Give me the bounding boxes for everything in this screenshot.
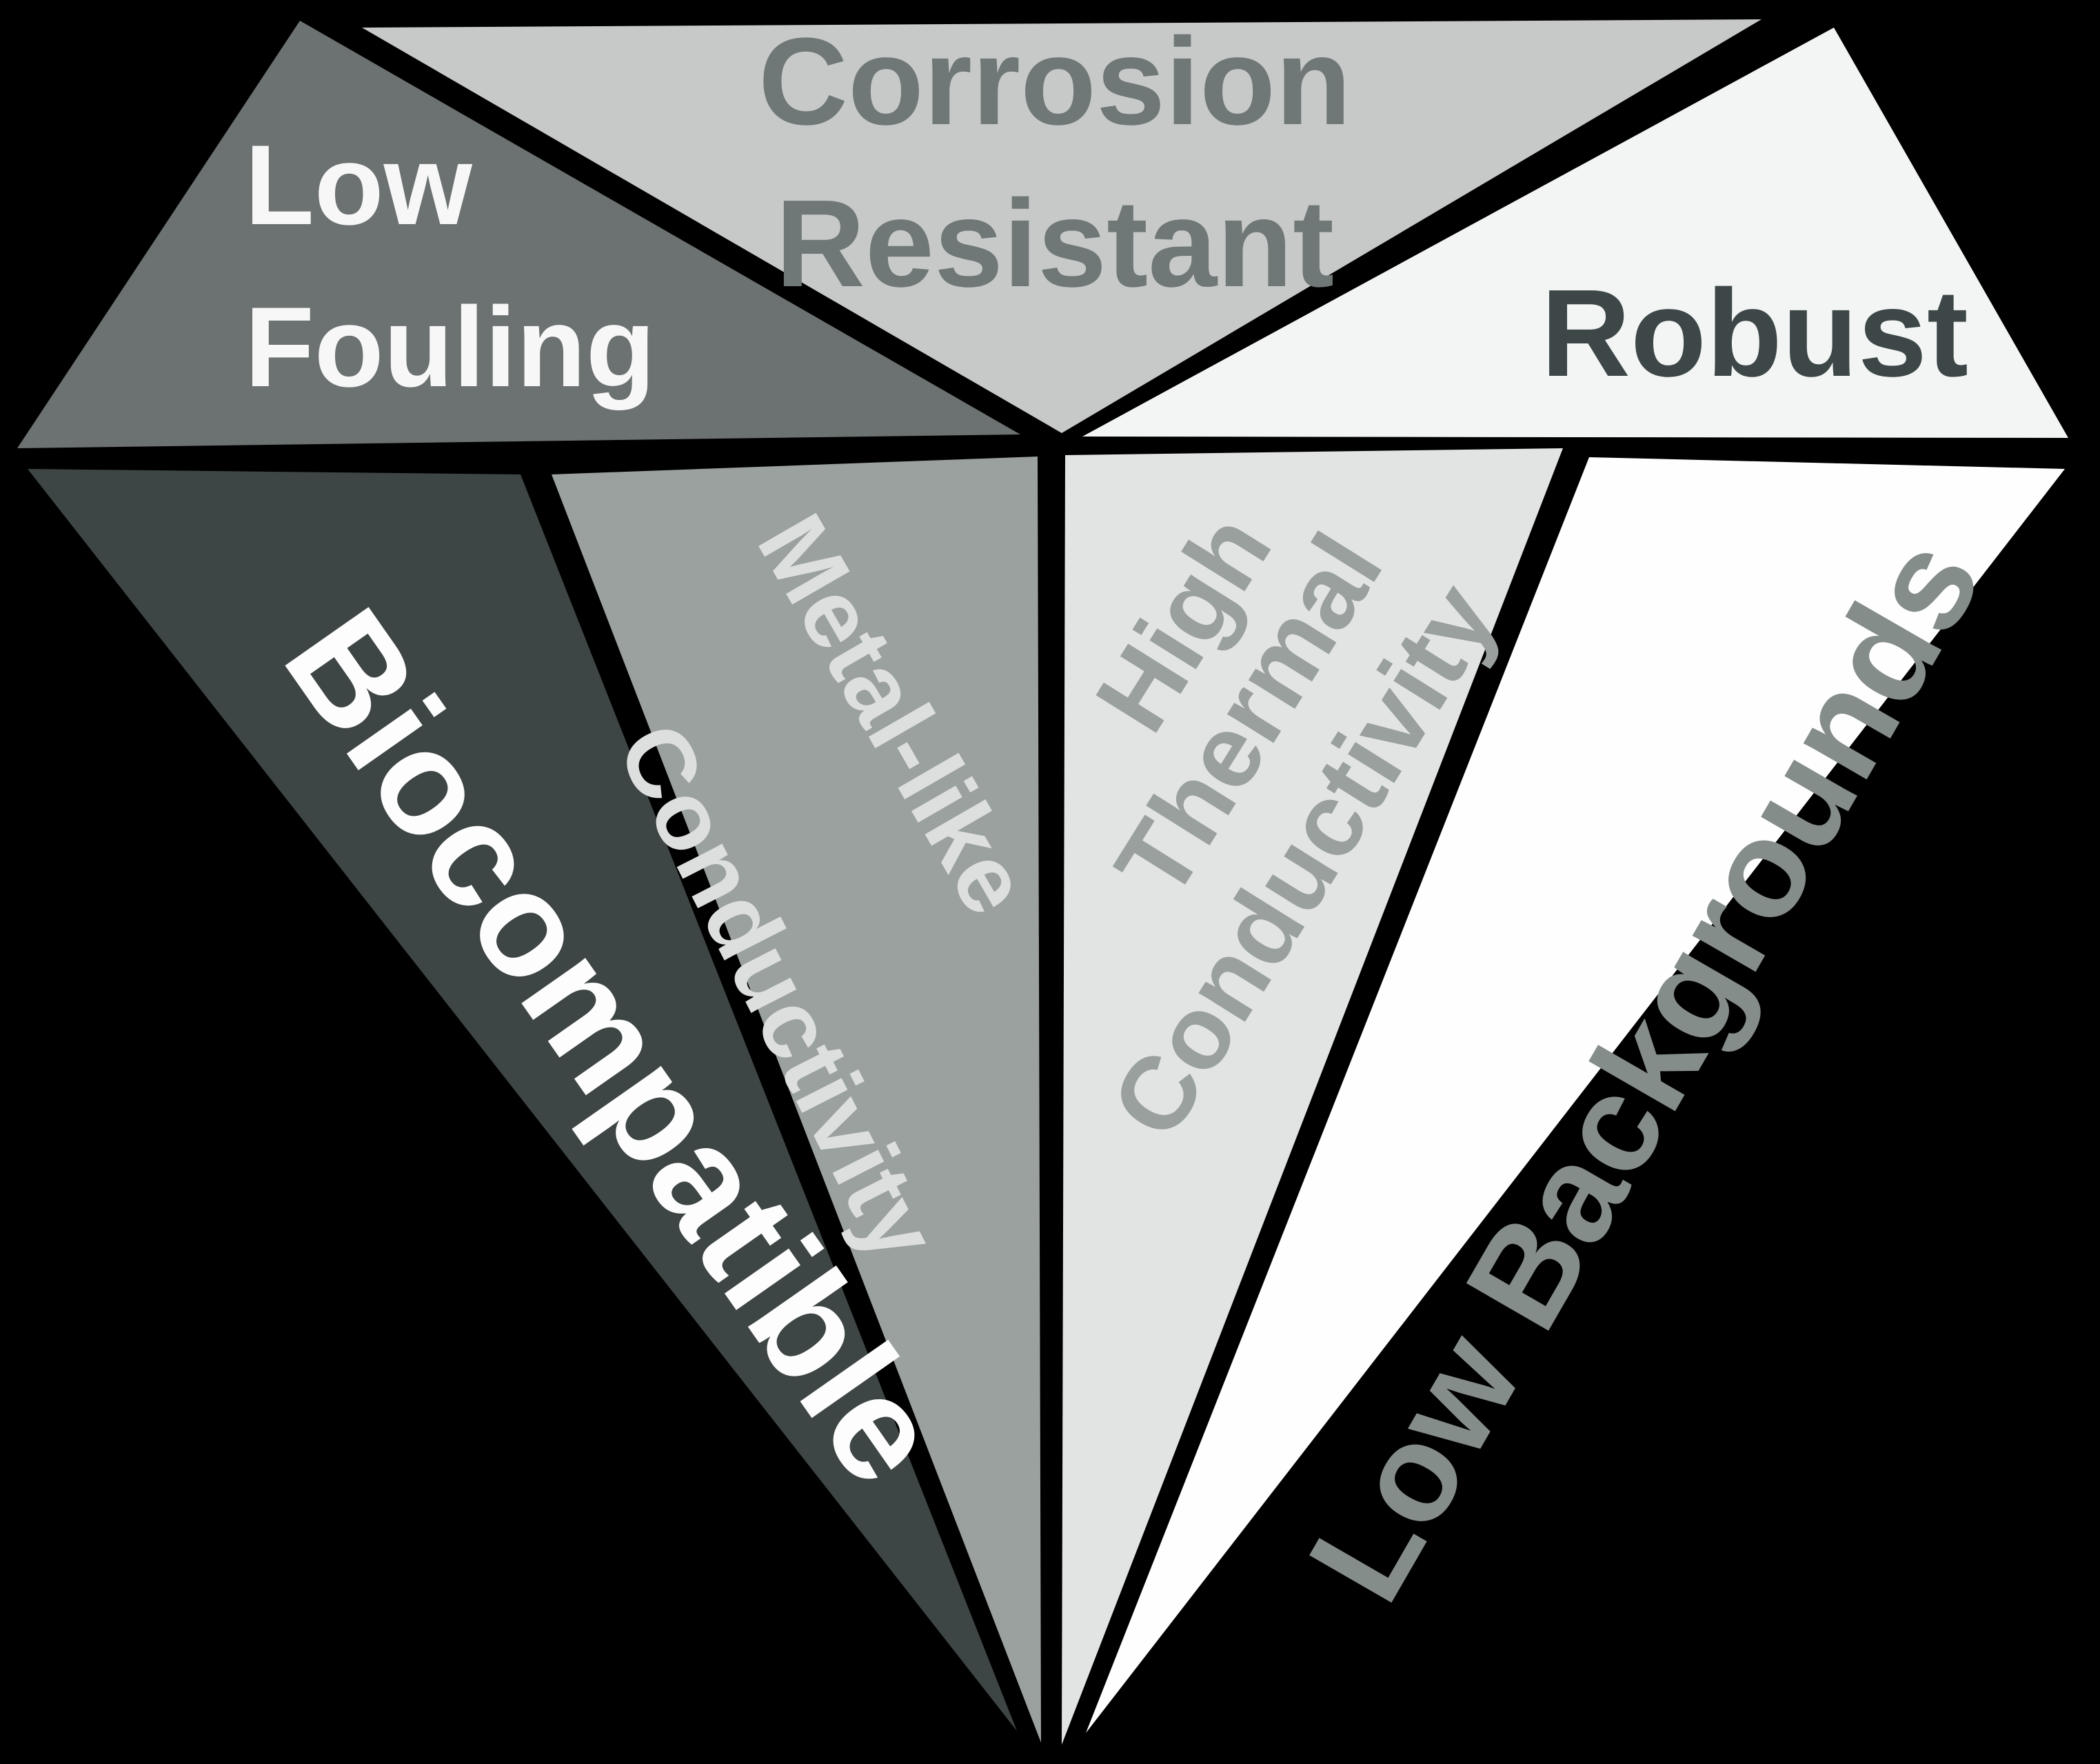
label-corrosion-resistant-line2: Resistant [776, 174, 1334, 313]
label-low-fouling-line1: Low [245, 121, 473, 248]
facet-corrosion-resistant [362, 19, 1761, 433]
facet-low-backgrounds [1086, 457, 2065, 1733]
facet-robust [1082, 28, 2068, 438]
label-robust: Robust [1541, 264, 1968, 403]
facet-high-thermal-conductivity [1062, 448, 1563, 1745]
facet-biocompatible [28, 469, 1017, 1731]
facet-low-fouling [17, 21, 1020, 448]
facet-metal-like-conductivity [552, 457, 1041, 1743]
label-corrosion-resistant-line1: Corrosion [758, 12, 1351, 151]
label-low-fouling-line2: Fouling [245, 283, 656, 410]
